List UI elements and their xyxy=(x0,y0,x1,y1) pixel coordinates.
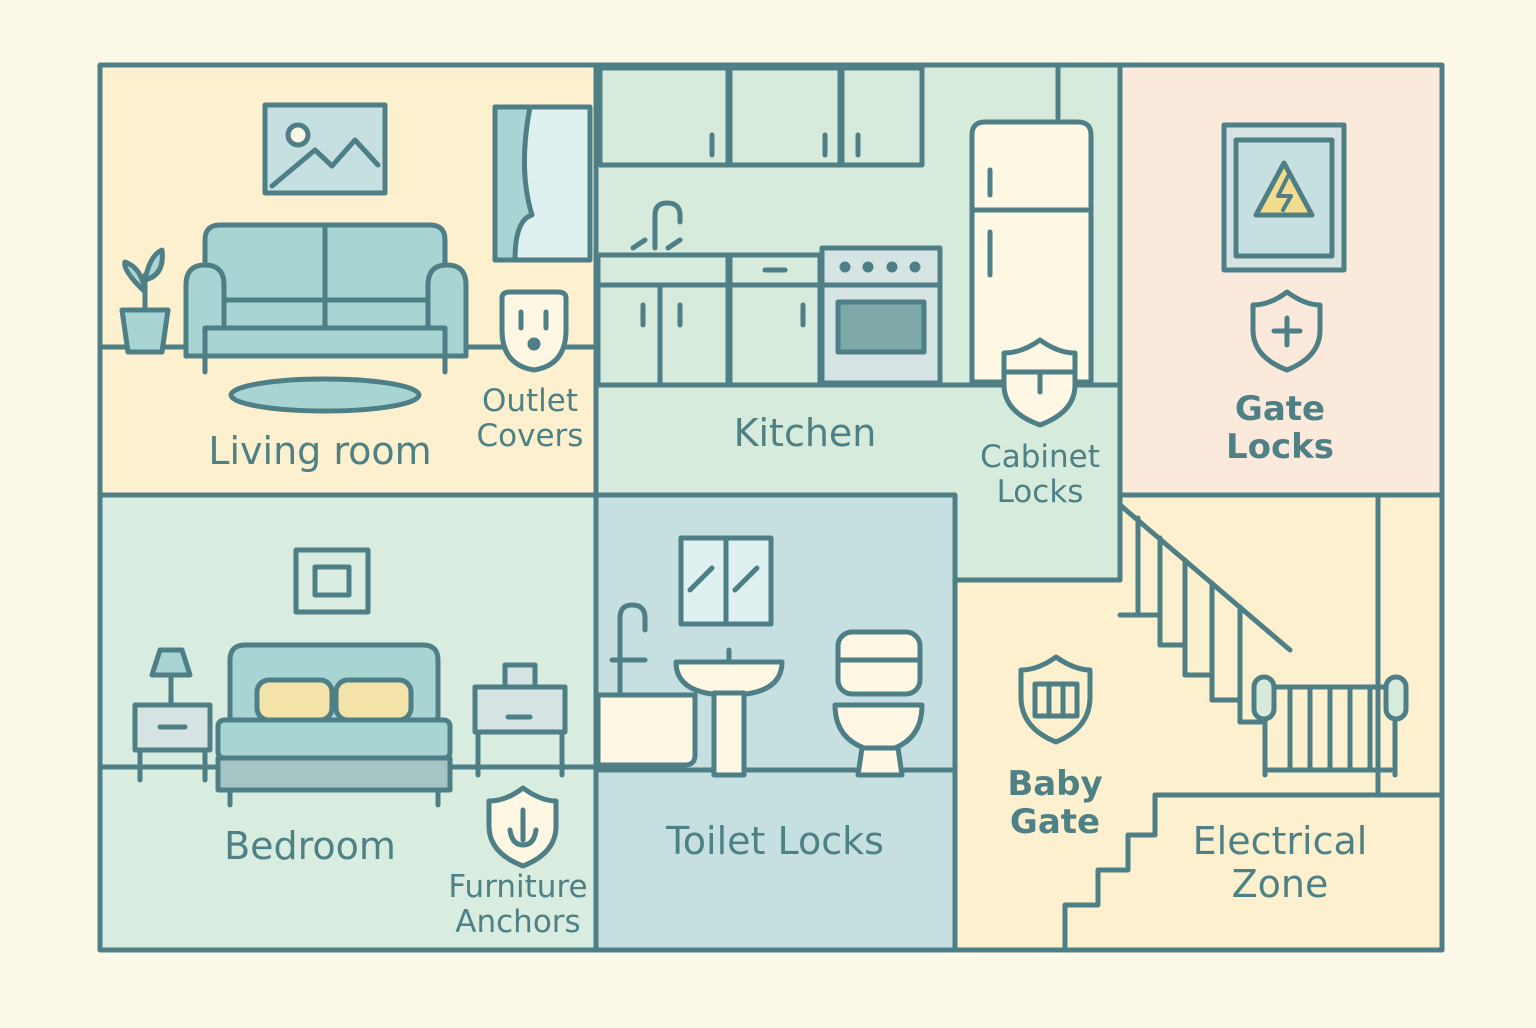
wall-frame-icon xyxy=(293,547,371,615)
safety-gate-icon xyxy=(1251,674,1409,778)
plant-icon xyxy=(119,247,171,355)
living-room-label: Living room xyxy=(208,429,432,473)
lower-cabinets xyxy=(595,252,823,388)
sink-faucet-icon xyxy=(595,200,731,258)
sofa-icon xyxy=(183,222,469,375)
bathroom-window-icon xyxy=(678,535,774,627)
plus-shield-icon xyxy=(1250,289,1323,373)
cabinet-lock-shield-icon xyxy=(1001,337,1078,428)
cabinet-locks-line2: Locks xyxy=(996,473,1084,510)
high-voltage-warning-icon xyxy=(1253,160,1315,218)
electrical-zone-line2: Zone xyxy=(1231,861,1329,906)
refrigerator-icon xyxy=(969,119,1094,385)
kitchen-cabinets-icon xyxy=(597,65,1061,168)
outlet-covers-line2: Covers xyxy=(476,417,584,454)
pedestal-sink-icon xyxy=(673,647,785,778)
kitchen-lower-area xyxy=(596,385,1118,580)
kitchen-label: Kitchen xyxy=(733,411,877,455)
rug-icon xyxy=(228,376,422,414)
gate-locks-line2: Locks xyxy=(1225,427,1335,468)
baby-gate-line1: Baby xyxy=(1007,764,1103,804)
outlet-covers-line1: Outlet xyxy=(481,383,579,419)
bedroom-label: Bedroom xyxy=(224,824,396,868)
gate-shield-icon xyxy=(1018,654,1093,745)
furniture-anchors-line1: Furniture xyxy=(448,869,588,905)
wall-kitchen-bath xyxy=(593,492,1123,583)
nightstand-right-icon xyxy=(472,662,568,778)
furniture-anchors-line2: Anchors xyxy=(455,903,581,940)
electrical-zone-label: Electrical Zone xyxy=(1170,820,1390,905)
stove-oven-icon xyxy=(819,245,943,386)
electrical-zone-line1: Electrical xyxy=(1192,819,1368,863)
anchor-shield-icon xyxy=(486,785,559,869)
gate-locks-line1: Gate xyxy=(1234,389,1326,429)
bathtub-icon xyxy=(595,602,698,768)
stairs-area xyxy=(955,495,1442,950)
cabinet-locks-label: Cabinet Locks xyxy=(960,440,1120,509)
cabinet-locks-line1: Cabinet xyxy=(980,439,1100,475)
toilet-icon xyxy=(832,629,925,778)
picture-frame-icon xyxy=(262,102,388,196)
electrical-panel-icon xyxy=(1221,122,1347,273)
furniture-anchors-label: Furniture Anchors xyxy=(438,870,598,939)
outer-wall xyxy=(97,62,1445,953)
window-curtain-icon xyxy=(492,104,593,263)
gate-locks-label: Gate Locks xyxy=(1190,390,1370,466)
staircase-icon xyxy=(1062,502,1445,953)
outlet-covers-label: Outlet Covers xyxy=(460,384,600,453)
bed-icon xyxy=(215,642,453,808)
nightstand-icon xyxy=(132,702,213,783)
baby-gate-line2: Gate xyxy=(1009,802,1101,843)
baby-gate-label: Baby Gate xyxy=(980,765,1130,841)
outlet-cover-icon xyxy=(499,289,569,373)
lamp-icon xyxy=(149,647,193,706)
toilet-locks-label: Toilet Locks xyxy=(666,819,884,863)
